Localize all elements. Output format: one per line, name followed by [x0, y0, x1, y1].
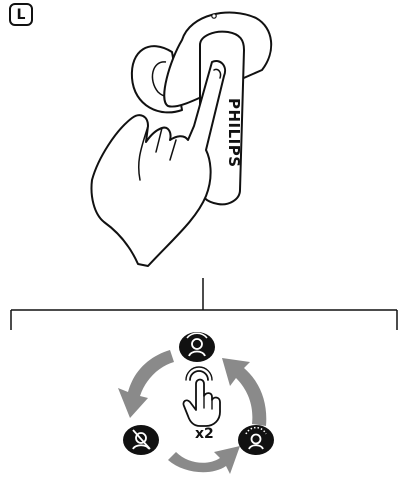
anc-on-icon	[179, 332, 215, 362]
side-label-text: L	[17, 7, 26, 23]
double-tap-hand-icon	[183, 367, 220, 426]
connector-bracket	[11, 278, 397, 330]
arrow-left-to-right	[168, 446, 240, 474]
brand-logo-text: PHILIPS	[225, 98, 243, 168]
mic-dot	[212, 14, 216, 18]
side-label-badge: L	[9, 3, 33, 26]
arrow-top-to-left	[118, 350, 174, 418]
arrow-right-to-top	[222, 358, 266, 426]
anc-off-icon	[123, 425, 159, 455]
tap-multiplier-label: x2	[195, 426, 214, 442]
awareness-mode-icon	[238, 425, 274, 455]
